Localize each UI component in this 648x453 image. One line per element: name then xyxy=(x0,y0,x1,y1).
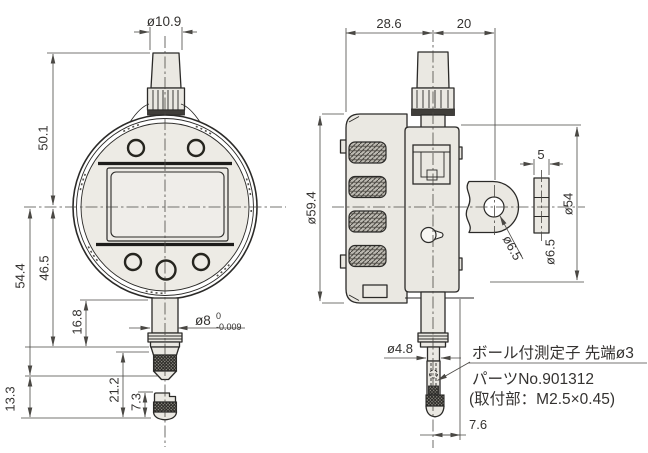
dim-center-to-stem-end: 46.5 xyxy=(37,255,52,280)
side-bottom-catch xyxy=(362,284,388,299)
note-line-3: (取付部：M2.5×0.45) xyxy=(469,390,615,408)
side-contact-knurl xyxy=(425,394,445,407)
dim-probe-diameter: ø4.8 xyxy=(387,341,413,356)
note-line-2: パーツNo.901312 xyxy=(472,371,594,388)
dim-center-to-tip: 54.4 xyxy=(13,263,28,288)
contact-point-note: ボール付測定子 先端ø3 パーツNo.901312 (取付部：M2.5×0.45… xyxy=(469,344,634,408)
dim-stem-tol-upper: 0 xyxy=(216,311,221,321)
front-button-bottom-left xyxy=(123,252,143,272)
dim-contact-length: 7.3 xyxy=(129,393,144,411)
side-outline xyxy=(339,51,550,418)
side-contact-tip xyxy=(425,405,445,418)
front-outline xyxy=(72,52,258,421)
lcd-window xyxy=(110,171,225,238)
side-view: 28.6 20 ø59.4 ø54 5 ø6.5 ø6.5 ø4.8 xyxy=(304,16,647,448)
note-line-1: ボール付測定子 先端ø3 xyxy=(472,344,634,362)
dim-stem-tol-lower: -0.009 xyxy=(216,322,242,332)
dim-body-diameter: ø54 xyxy=(561,193,576,215)
dim-stem-diameter: ø8 xyxy=(195,313,211,328)
dim-upper-height: 50.1 xyxy=(36,125,51,150)
side-keyhole xyxy=(420,226,444,244)
side-dimensions: 28.6 20 ø59.4 ø54 5 ø6.5 ø6.5 ø4.8 xyxy=(304,16,647,440)
side-connector-recess xyxy=(412,144,451,185)
dim-stem-length: 16.8 xyxy=(70,309,85,334)
dim-cap-diameter: ø10.9 xyxy=(147,14,182,29)
front-cap xyxy=(150,52,182,89)
dim-rear-depth: 20 xyxy=(457,16,471,31)
front-button-top-left xyxy=(126,138,146,158)
dim-rear-offset: 7.6 xyxy=(469,417,487,432)
dim-lower-travel: 13.3 xyxy=(3,386,18,411)
front-view: ø10.9 50.1 46.5 54.4 13.3 16.8 21.2 7.3 xyxy=(3,14,286,447)
front-button-top-right xyxy=(186,138,206,158)
dim-bezel-diameter: ø59.4 xyxy=(304,191,319,224)
front-dimensions: ø10.9 50.1 46.5 54.4 13.3 16.8 21.2 7.3 xyxy=(3,14,245,419)
dim-lug-width: 5 xyxy=(537,147,544,162)
side-grip-pads xyxy=(348,141,387,268)
dim-spindle-section: 21.2 xyxy=(107,377,122,402)
dim-lug-hole-diameter: ø6.5 xyxy=(500,233,526,263)
dim-front-depth: 28.6 xyxy=(376,16,401,31)
side-body xyxy=(404,126,460,293)
dim-lug-hole-diameter-side: ø6.5 xyxy=(543,239,558,265)
front-button-bottom-right xyxy=(191,252,211,272)
front-button-bottom-center xyxy=(155,259,177,281)
